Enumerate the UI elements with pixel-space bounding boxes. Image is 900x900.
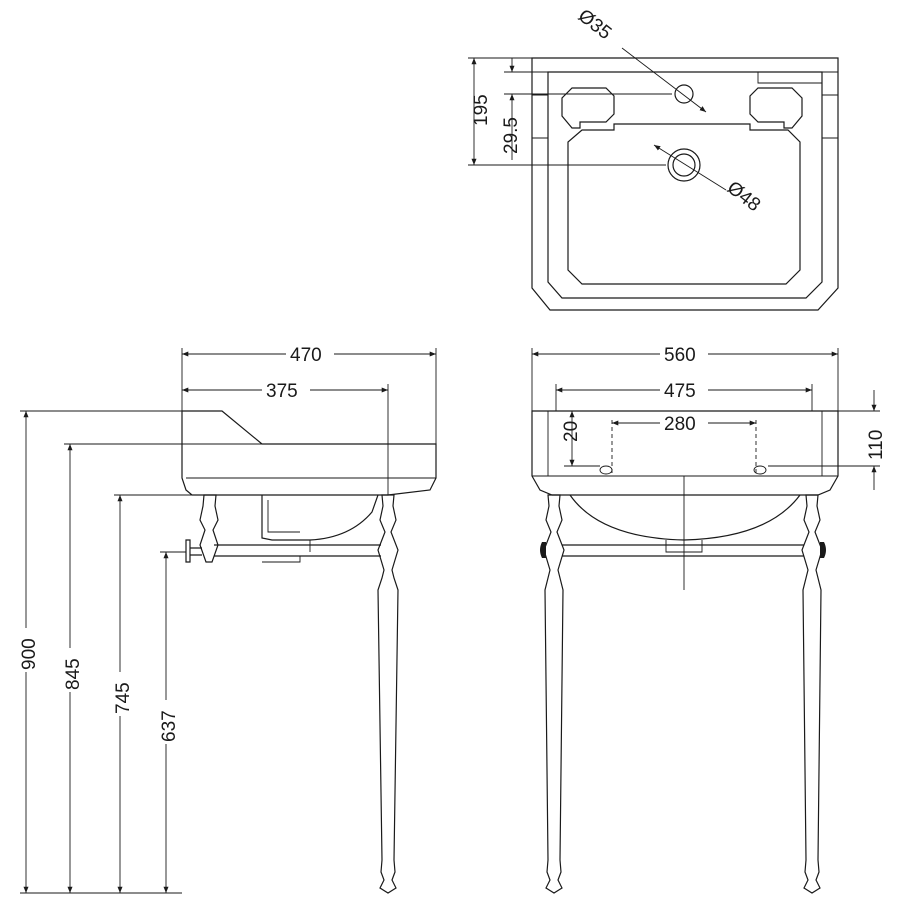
front-rail-joint-right <box>820 542 826 558</box>
side-bowl-underside <box>261 494 379 541</box>
side-view: 470 375 900 845 745 637 <box>19 345 437 894</box>
front-rail-joint-left <box>540 542 546 558</box>
wall-bracket <box>185 539 202 563</box>
front-view: 560 475 280 20 110 <box>531 345 887 894</box>
dim-845-label: 845 <box>63 658 84 690</box>
dim-195-label: 195 <box>471 94 492 126</box>
front-overflow-right <box>753 465 767 475</box>
dim-745-label: 745 <box>113 682 134 714</box>
tap-hole-leader <box>621 47 707 113</box>
ledge-top-line <box>548 71 822 84</box>
front-left-leg <box>543 494 565 894</box>
basin-outline-top <box>531 57 839 311</box>
front-overflow-left <box>599 465 613 475</box>
waste-hole-leader <box>653 144 727 191</box>
side-bowl-trap <box>267 500 311 552</box>
dim-20-label: 20 <box>561 421 582 442</box>
dim-900-label: 900 <box>19 638 40 670</box>
soap-recess-right <box>749 87 803 129</box>
dim-280-label: 280 <box>664 414 696 435</box>
side-front-leg <box>377 494 399 894</box>
top-view: Ø35 Ø48 195 29.5 <box>468 5 839 311</box>
dim-375-label: 375 <box>266 381 298 402</box>
waste-hole-outer <box>667 148 701 182</box>
soap-recess-left <box>561 87 615 129</box>
waste-hole-inner <box>672 153 696 177</box>
front-right-leg <box>801 494 823 894</box>
tap-hole-label: Ø35 <box>574 5 615 44</box>
dim-560-label: 560 <box>664 345 696 366</box>
bowl-outline-top <box>567 123 801 285</box>
dim-637-label: 637 <box>159 710 180 742</box>
dim-29-5-label: 29.5 <box>501 117 522 154</box>
dim-470-label: 470 <box>290 345 322 366</box>
side-basin-body <box>181 410 437 496</box>
dim-110-label: 110 <box>866 430 887 460</box>
front-bowl-underside <box>569 494 801 541</box>
waste-hole-label: Ø48 <box>723 177 764 216</box>
basin-inner-rim-top <box>547 71 823 299</box>
tap-hole <box>674 84 694 104</box>
dim-475-label: 475 <box>664 381 696 402</box>
waste-pipe <box>262 555 301 563</box>
side-back-leg <box>199 494 219 563</box>
